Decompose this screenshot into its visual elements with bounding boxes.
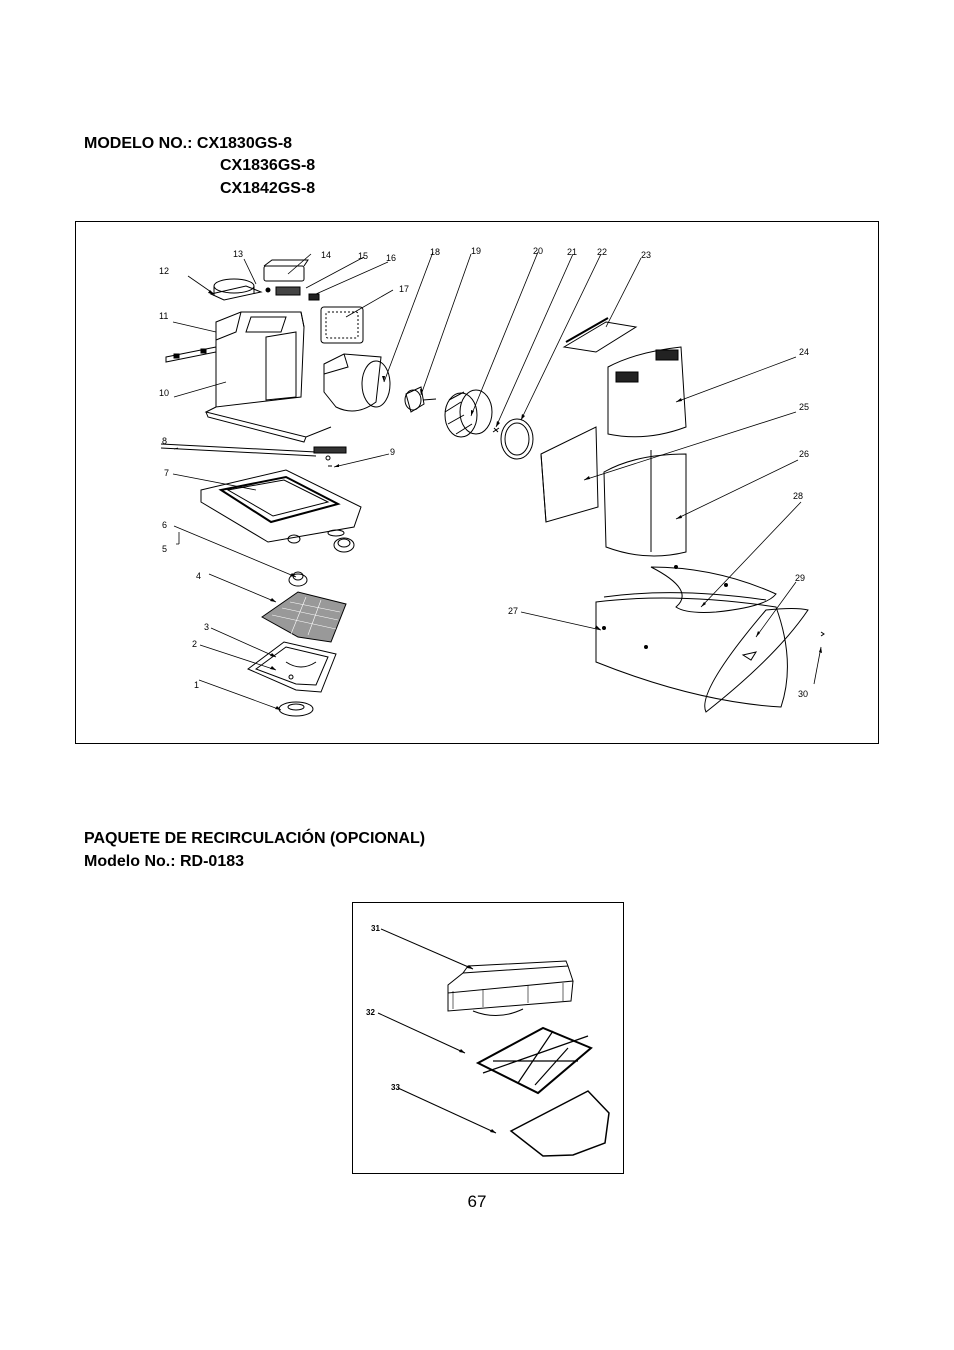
callout-13: 13: [233, 249, 243, 259]
callout-20: 20: [533, 246, 543, 256]
callout-14: 14: [321, 250, 331, 260]
callout-1: 1: [194, 680, 199, 690]
callout-16: 16: [386, 253, 396, 263]
callout-17: 17: [399, 284, 409, 294]
callout-22: 22: [597, 247, 607, 257]
callout-15: 15: [358, 251, 368, 261]
exploded-parts-diagram: 1 2 3 4 5 6 7 8 9 10 11 12 13 14 15 16 1…: [75, 221, 879, 744]
callout-26: 26: [799, 449, 809, 459]
callout-9: 9: [390, 447, 395, 457]
callout-10: 10: [159, 388, 169, 398]
callout-27: 27: [508, 606, 518, 616]
callout-7: 7: [164, 468, 169, 478]
callout-5: 5: [162, 544, 167, 554]
callout-18: 18: [430, 247, 440, 257]
callout-19: 19: [471, 246, 481, 256]
callout-2: 2: [192, 639, 197, 649]
callout-25: 25: [799, 402, 809, 412]
callout-24: 24: [799, 347, 809, 357]
callout-30: 30: [798, 689, 808, 699]
model-number-1: CX1830GS-8: [196, 135, 293, 152]
model-label: MODELO NO.:: [84, 135, 193, 152]
callout-3: 3: [204, 622, 209, 632]
callout-6: 6: [162, 520, 167, 530]
recirc-model: Modelo No.: RD-0183: [84, 853, 245, 870]
callout-12: 12: [159, 266, 169, 276]
callout-21: 21: [567, 247, 577, 257]
callout-23: 23: [641, 250, 651, 260]
callout-28: 28: [793, 491, 803, 501]
callout-11: 11: [159, 311, 168, 321]
model-number-3: CX1842GS-8: [220, 180, 316, 197]
page-number: 67: [467, 1192, 487, 1211]
recirculation-kit-diagram: 31 32 33: [352, 902, 624, 1174]
recirc-title: PAQUETE DE RECIRCULACIÓN (OPCIONAL): [84, 830, 426, 847]
callout-31: 31: [371, 924, 380, 933]
model-header: MODELO NO.: CX1830GS-8: [84, 133, 292, 155]
callout-4: 4: [196, 571, 201, 581]
callout-29: 29: [795, 573, 805, 583]
callout-32: 32: [366, 1008, 375, 1017]
model-number-2: CX1836GS-8: [220, 157, 316, 174]
callout-8: 8: [162, 436, 167, 446]
callout-33: 33: [391, 1083, 400, 1092]
